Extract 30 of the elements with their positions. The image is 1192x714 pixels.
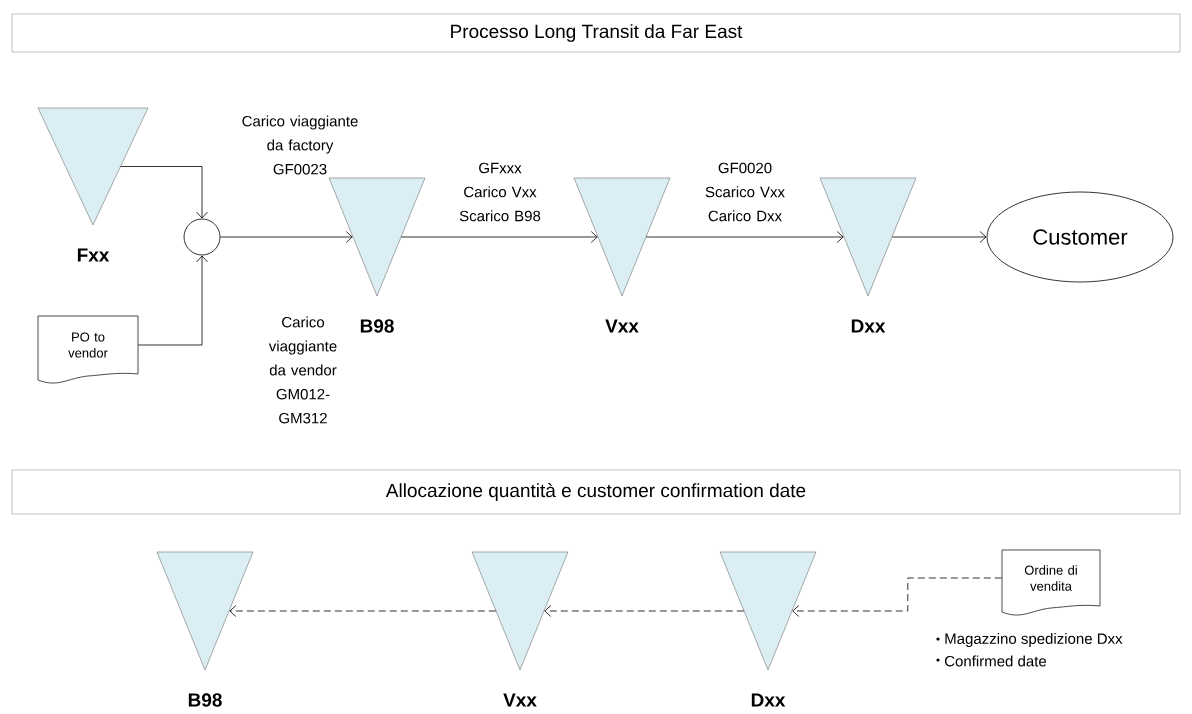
section-band: Processo Long Transit da Far East bbox=[11, 13, 1181, 53]
arrow bbox=[229, 605, 497, 617]
node-label: Dxx bbox=[851, 319, 886, 333]
node-label: Dxx bbox=[751, 693, 786, 707]
bullet-item: Magazzino spedizione Dxx bbox=[936, 633, 1123, 647]
node-label: B98 bbox=[360, 319, 394, 333]
arrow bbox=[891, 231, 987, 243]
arrow bbox=[220, 231, 353, 243]
inventory-triangle: B98 bbox=[156, 551, 254, 707]
node-label: Vxx bbox=[605, 319, 639, 333]
edge-label: GFxxx Carico Vxx Scarico B98 bbox=[449, 161, 551, 223]
bullet-item: Confirmed date bbox=[936, 655, 1047, 667]
arrow bbox=[544, 605, 745, 617]
node-label: Fxx bbox=[77, 248, 110, 262]
arrow bbox=[120, 166, 208, 219]
node-label: B98 bbox=[188, 693, 222, 707]
inventory-triangle: Fxx bbox=[37, 107, 149, 262]
inventory-triangle: Dxx bbox=[819, 177, 917, 333]
arrow bbox=[400, 231, 598, 243]
arrow bbox=[792, 577, 1003, 617]
arrow bbox=[137, 255, 208, 346]
junction-circle bbox=[183, 218, 221, 256]
edge-label: GF0020 Scarico Vxx Carico Dxx bbox=[694, 161, 796, 223]
arrow bbox=[645, 231, 844, 243]
inventory-triangle: Dxx bbox=[719, 551, 817, 707]
section-band: Allocazione quantità e customer confirmation date bbox=[11, 469, 1181, 515]
inventory-triangle: Vxx bbox=[573, 177, 671, 333]
edge-label: Carico viaggiante da factory GF0023 bbox=[239, 114, 361, 176]
node-label: Vxx bbox=[503, 693, 537, 707]
inventory-triangle: Vxx bbox=[471, 551, 569, 707]
